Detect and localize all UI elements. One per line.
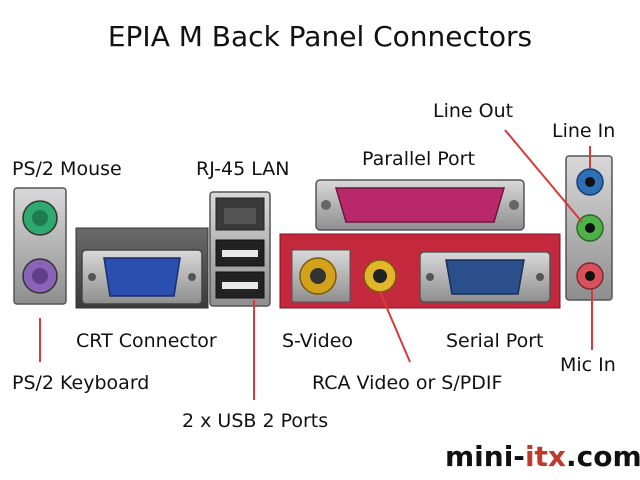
label-rca-video: RCA Video or S/PDIF	[312, 372, 503, 394]
label-crt-connector: CRT Connector	[76, 330, 217, 352]
label-parallel-port: Parallel Port	[362, 148, 475, 170]
audio-stack	[565, 155, 613, 301]
vga-connector	[81, 249, 203, 305]
label-s-video: S-Video	[282, 330, 354, 352]
label-ps2-keyboard: PS/2 Keyboard	[12, 372, 150, 394]
label-rj45-lan: RJ-45 LAN	[196, 158, 290, 180]
brand-accent: itx	[524, 440, 566, 473]
serial-port	[419, 251, 551, 303]
watermark-brand: mini-itx.com	[445, 440, 640, 473]
lan-usb-stack	[209, 191, 271, 307]
parallel-port	[315, 179, 525, 231]
rca-port	[363, 259, 397, 293]
leader-lines	[39, 129, 593, 400]
s-video-port	[291, 249, 351, 303]
brand-prefix: mini-	[445, 440, 525, 473]
diagram-title: EPIA M Back Panel Connectors	[107, 20, 533, 53]
ps2-stack	[13, 187, 67, 305]
brand-suffix: .com	[565, 440, 640, 473]
label-ps2-mouse: PS/2 Mouse	[12, 158, 122, 180]
label-serial-port: Serial Port	[446, 330, 544, 352]
label-line-out: Line Out	[433, 100, 514, 122]
label-line-in: Line In	[552, 120, 616, 142]
label-mic-in: Mic In	[560, 354, 616, 376]
label-usb-ports: 2 x USB 2 Ports	[182, 410, 329, 432]
